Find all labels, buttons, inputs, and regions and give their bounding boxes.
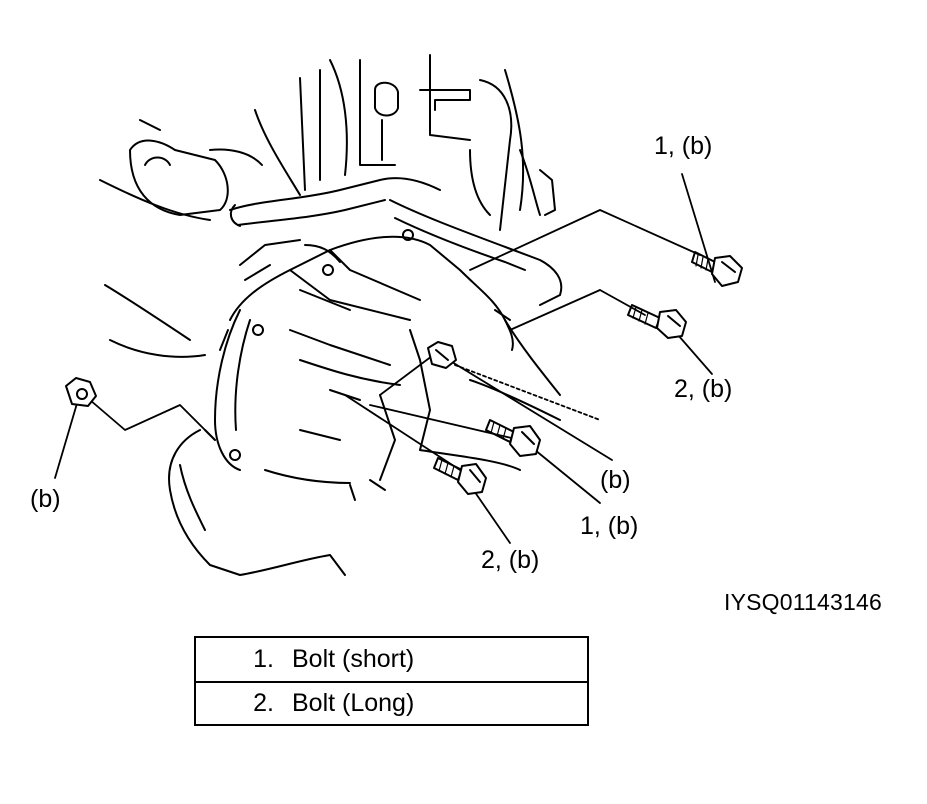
callout-top-right: 1, (b): [654, 132, 713, 160]
bell-housing: [214, 229, 561, 501]
figure-reference-code: IYSQ01143146: [724, 589, 882, 615]
legend-text: Bolt (short): [292, 645, 415, 673]
bolt-short-top-right: [691, 251, 743, 287]
engine-block-outline: [99, 54, 556, 358]
legend-number: 2.: [253, 689, 274, 717]
exhaust-pipe: [229, 177, 563, 306]
bolt-short-center: [485, 419, 541, 457]
legend-row: 1. Bolt (short): [196, 638, 587, 681]
bolt-long-right: [627, 304, 687, 339]
nut-center: [427, 341, 457, 369]
nut-left: [65, 377, 97, 407]
legend-number: 1.: [253, 645, 274, 673]
callout-center-b: (b): [600, 466, 631, 494]
transmission-bolt-diagram: [54, 54, 743, 576]
legend-text: Bolt (Long): [292, 689, 415, 717]
bolt-long-bottom: [433, 457, 487, 495]
legend-table: 1. Bolt (short) 2. Bolt (Long): [194, 636, 589, 726]
callout-center-1b: 1, (b): [580, 512, 639, 540]
callout-left: (b): [30, 485, 61, 513]
callout-bottom-2b: 2, (b): [481, 546, 540, 574]
callout-right-mid: 2, (b): [674, 375, 733, 403]
legend-row: 2. Bolt (Long): [196, 681, 587, 724]
